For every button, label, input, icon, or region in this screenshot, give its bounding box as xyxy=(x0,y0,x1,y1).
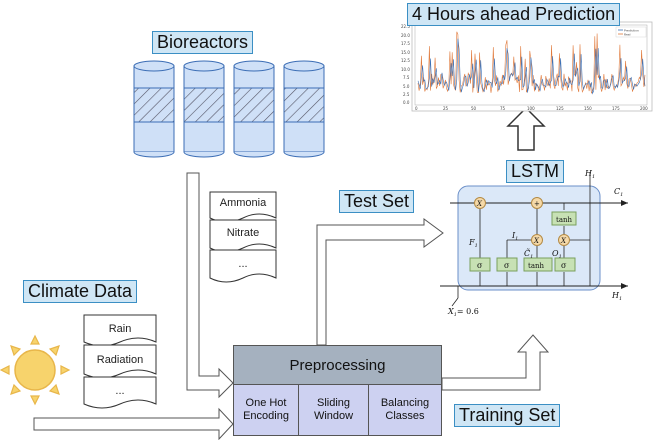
bioreactor-tank xyxy=(133,60,175,158)
prediction-lines xyxy=(417,31,646,95)
ytick-label: 22.5 xyxy=(401,24,410,29)
step-line: Classes xyxy=(385,410,425,422)
multiply-op: X xyxy=(476,200,483,208)
ytick-label: 15.0 xyxy=(401,50,410,55)
bioreactor-tank xyxy=(233,60,275,158)
xtick-label: 50 xyxy=(471,106,477,111)
doc-more-climate: ... xyxy=(115,385,125,397)
legend-prediction: Prediction xyxy=(624,29,639,33)
multiply-op: X xyxy=(533,237,540,245)
doc-rain: Rain xyxy=(108,323,132,335)
step-line: One Hot xyxy=(245,397,287,409)
ytick-label: 17.5 xyxy=(401,41,410,46)
output-tanh: tanh xyxy=(556,216,572,224)
step-line: Encoding xyxy=(243,410,289,422)
xtick-label: 25 xyxy=(443,106,449,111)
ytick-label: 7.5 xyxy=(403,75,410,80)
bioreactor-tank xyxy=(183,60,225,158)
gate-tanh: tanh xyxy=(528,262,544,270)
doc-ammonia: Ammonia xyxy=(219,197,267,209)
xtick-label: 0 xyxy=(415,106,418,111)
xtick-label: 200 xyxy=(640,106,648,111)
lstm-label: LSTM xyxy=(506,160,565,183)
cell-state-label: C1 xyxy=(614,187,623,198)
multiply-op: X xyxy=(560,237,567,245)
hidden-out-label: H1 xyxy=(611,291,622,302)
lstm-to-prediction-arrow xyxy=(506,106,546,151)
xtick-label: 150 xyxy=(584,106,592,111)
series-prediction xyxy=(417,38,646,95)
lstm-cell-labels: σ σ tanh σ tanh X + X X F1 I1 C̃1 O1 C1 … xyxy=(447,169,623,318)
xtick-label: 125 xyxy=(556,106,564,111)
ytick-label: 5.0 xyxy=(403,84,410,89)
chart-tick-labels: 22.5 20.0 17.5 15.0 12.5 10.0 7.5 5.0 2.… xyxy=(401,24,648,111)
training-set-arrow xyxy=(441,334,550,391)
prediction-label: 4 Hours ahead Prediction xyxy=(407,3,621,26)
ytick-label: 2.5 xyxy=(403,92,410,97)
gate-sigma: σ xyxy=(504,261,510,270)
input-label: I1 xyxy=(511,231,518,242)
legend-real: Real xyxy=(624,33,631,37)
ytick-label: 0.0 xyxy=(403,100,410,105)
ytick-label: 12.5 xyxy=(401,58,410,63)
lstm-cell xyxy=(440,172,628,307)
forget-label: F1 xyxy=(468,238,478,249)
add-op: + xyxy=(534,200,540,208)
climate-to-preprocessing-arrow xyxy=(33,407,234,440)
bioreactor-tank xyxy=(283,60,325,158)
xtick-label: 175 xyxy=(612,106,620,111)
training-set-label: Training Set xyxy=(454,404,561,427)
bioreactor-to-preprocessing-arrow xyxy=(186,172,234,399)
ytick-label: 10.0 xyxy=(401,67,410,72)
output-label: O1 xyxy=(552,249,562,260)
climate-document-stack xyxy=(83,314,157,409)
x-input-label: X1= 0.6 xyxy=(447,307,479,318)
sun-icon xyxy=(0,334,71,406)
doc-nitrate: Nitrate xyxy=(226,227,260,239)
candidate-label: C̃1 xyxy=(524,249,533,260)
test-set-label: Test Set xyxy=(339,190,415,213)
xtick-label: 100 xyxy=(527,106,535,111)
preprocessing-title: Preprocessing xyxy=(233,345,442,385)
doc-more-bioreactor: ... xyxy=(238,258,248,270)
gate-sigma: σ xyxy=(561,261,567,270)
test-set-arrow xyxy=(316,218,444,346)
prediction-chart xyxy=(411,21,653,112)
xtick-label: 75 xyxy=(500,106,506,111)
step-line: Sliding xyxy=(316,397,351,409)
hidden-top-label: H1 xyxy=(584,169,595,180)
chart-legend xyxy=(615,26,647,38)
gate-sigma: σ xyxy=(477,261,483,270)
bioreactor-document-stack xyxy=(209,191,277,283)
series-real xyxy=(417,31,646,94)
bioreactors-label: Bioreactors xyxy=(152,31,254,54)
step-line: Balancing xyxy=(380,397,430,409)
ytick-label: 20.0 xyxy=(401,33,410,38)
doc-radiation: Radiation xyxy=(96,354,144,366)
climate-data-label: Climate Data xyxy=(23,280,138,303)
step-line: Window xyxy=(313,410,354,422)
bioreactor-tanks xyxy=(133,60,325,158)
